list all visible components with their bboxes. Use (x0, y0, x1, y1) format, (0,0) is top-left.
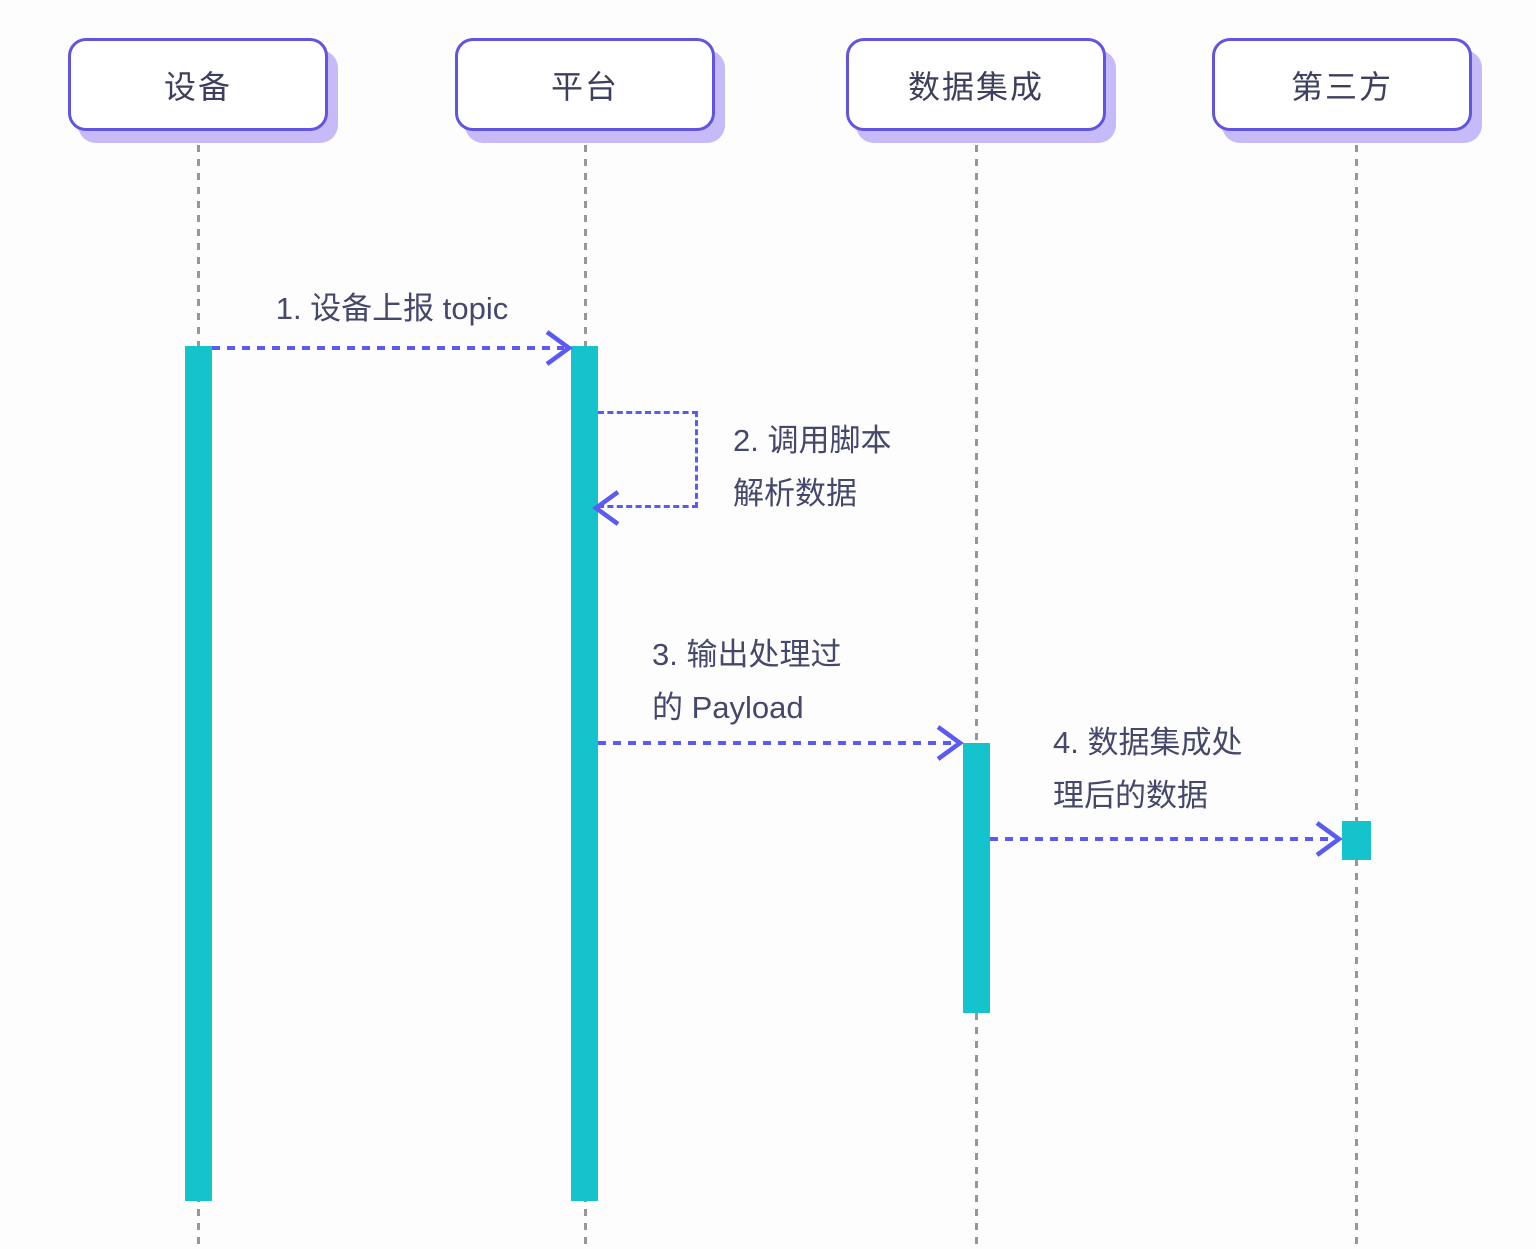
message-2-arrowhead-icon (592, 490, 620, 526)
message-2-label: 2. 调用脚本 解析数据 (733, 414, 891, 520)
lifeline-data-integration (974, 131, 978, 1249)
actor-label-device: 设备 (163, 68, 232, 105)
message-2-text-line2: 解析数据 (733, 476, 857, 511)
activation-data-integration (962, 743, 990, 1013)
actor-box-device: 设备 (68, 38, 328, 131)
message-2-self-loop (598, 411, 698, 508)
activation-third-party (1342, 821, 1371, 860)
actor-label-platform: 平台 (550, 68, 619, 105)
actor-label-third-party: 第三方 (1290, 68, 1393, 105)
actor-label-data-integration: 数据集成 (907, 68, 1044, 105)
activation-platform (571, 346, 598, 1201)
message-4-arrowhead-icon (1315, 821, 1343, 857)
lifeline-third-party (1354, 131, 1358, 1249)
message-3-label: 3. 输出处理过 的 Payload (652, 628, 841, 734)
message-2-text-line1: 2. 调用脚本 (733, 423, 892, 458)
message-1-text: 1. 设备上报 topic (275, 291, 509, 326)
message-3-arrow-line (598, 741, 955, 745)
actor-box-platform: 平台 (455, 38, 715, 131)
message-3-text-line2: 的 Payload (652, 690, 804, 725)
message-1-label: 1. 设备上报 topic (212, 282, 572, 335)
message-4-arrow-line (989, 837, 1335, 841)
message-3-arrowhead-icon (936, 725, 964, 761)
message-4-text-line2: 理后的数据 (1053, 778, 1208, 813)
message-1-arrow-line (212, 346, 564, 350)
actor-box-data-integration: 数据集成 (846, 38, 1106, 131)
activation-device (185, 346, 212, 1201)
message-4-text-line1: 4. 数据集成处 (1053, 725, 1243, 760)
message-3-text-line1: 3. 输出处理过 (652, 637, 842, 672)
message-4-label: 4. 数据集成处 理后的数据 (1053, 716, 1242, 822)
message-1-arrowhead-icon (545, 330, 573, 366)
actor-box-third-party: 第三方 (1212, 38, 1472, 131)
